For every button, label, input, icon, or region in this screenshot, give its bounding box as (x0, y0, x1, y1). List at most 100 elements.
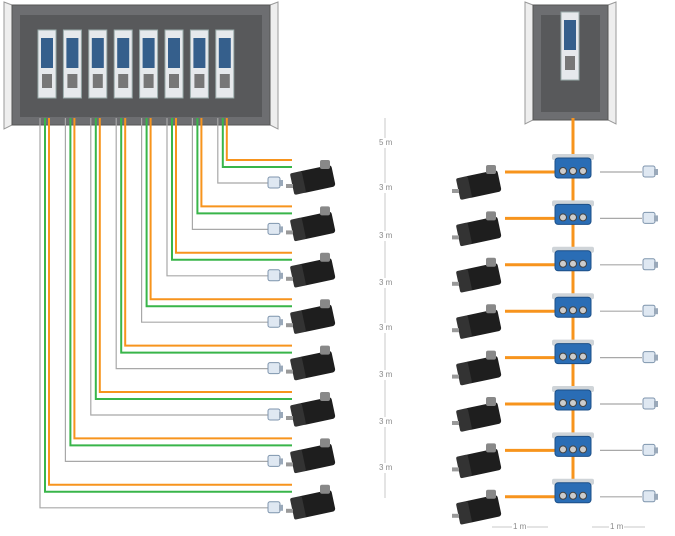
motor-flange (290, 356, 306, 381)
motor-connector (320, 345, 330, 355)
motor-shaft (452, 235, 459, 240)
encoder-icon (642, 397, 658, 410)
dimension-label: 3 m (378, 463, 394, 473)
encoder-plug (279, 319, 283, 326)
dimension-label: 1 m (512, 522, 528, 532)
encoder-body (267, 222, 281, 235)
drive-panel (193, 38, 206, 68)
motor-power-cable (149, 118, 292, 301)
drive-module (139, 29, 159, 99)
motor-body (464, 355, 502, 384)
encoder-icon (642, 258, 658, 271)
drive-connectors (194, 74, 205, 88)
motor-body (464, 448, 502, 477)
module-connector (569, 167, 577, 175)
motor-body (464, 170, 502, 198)
encoder-body (267, 315, 281, 328)
motor-connector (320, 299, 330, 309)
motor-flange (290, 171, 306, 195)
module-connector (579, 491, 587, 500)
drive-connectors (169, 74, 179, 88)
encoder-plug (654, 215, 658, 222)
encoder-icon (267, 501, 283, 514)
module-connector (559, 167, 567, 175)
encoder-icon (267, 362, 283, 375)
servo-motor-icon (286, 206, 336, 242)
encoder-icon (267, 176, 283, 189)
module-connector (569, 259, 577, 268)
servo-motor-icon (286, 392, 336, 427)
motor-signal-cable (120, 118, 292, 354)
module-connector (559, 352, 567, 361)
drive-module (164, 29, 184, 99)
encoder-icon (267, 454, 283, 467)
encoder-plug (654, 493, 658, 500)
cabinet-door-left (524, 1, 534, 125)
module-connector (579, 445, 587, 454)
encoder-plug (279, 412, 283, 418)
servo-motor-icon (452, 443, 502, 479)
motor-body (298, 443, 336, 472)
motor-flange (456, 454, 472, 479)
drive-module (113, 29, 133, 99)
motor-connector (486, 304, 496, 314)
motor-flange (456, 501, 472, 525)
motor-shaft (286, 230, 293, 235)
encoder-body (642, 211, 656, 224)
encoder-cable (217, 118, 268, 184)
motor-flange (456, 222, 472, 247)
dimension-label: 5 m (378, 138, 394, 148)
encoder-icon (642, 490, 658, 503)
module-connector (559, 306, 567, 315)
motor-connector (486, 443, 496, 453)
motor-body (464, 402, 502, 430)
motor-signal-cable (145, 118, 292, 308)
servo-motor-icon (452, 304, 502, 339)
motor-body (298, 350, 336, 379)
drive-panel (66, 38, 79, 68)
motor-body (464, 495, 502, 523)
module-connector (579, 167, 587, 175)
motor-body (298, 165, 336, 193)
motor-flange (290, 264, 306, 288)
motor-body (298, 258, 336, 286)
cabinet-door-right (607, 1, 617, 125)
motor-power-cable (124, 118, 292, 347)
distributed-drive-icon (552, 200, 594, 225)
motor-flange (456, 269, 472, 293)
motor-power-cable (98, 118, 292, 393)
servo-motor-icon (286, 438, 336, 474)
module-connector (569, 445, 577, 454)
module-connector (579, 306, 587, 315)
motor-power-cable (73, 118, 292, 440)
motor-signal-cable (196, 118, 292, 215)
motor-body (464, 263, 502, 291)
module-connector (569, 491, 577, 500)
dimension-label: 3 m (378, 323, 394, 333)
motor-connector (320, 438, 330, 448)
motor-signal-cable (94, 118, 292, 400)
motor-flange (290, 496, 306, 520)
encoder-body (642, 490, 656, 503)
servo-motor-icon (286, 299, 336, 334)
encoder-cable (115, 118, 268, 370)
motor-shaft (452, 513, 459, 518)
encoder-body (267, 501, 281, 514)
encoder-plug (654, 354, 658, 361)
dimension-label: 3 m (378, 278, 394, 288)
encoder-body (267, 176, 281, 189)
encoder-body (267, 269, 281, 282)
dimension-label: 3 m (378, 417, 394, 427)
drive-panel (564, 20, 576, 50)
drive-connectors (67, 74, 78, 88)
motor-shaft (452, 328, 459, 333)
motor-power-cable (200, 118, 292, 208)
distributed-drive-icon (552, 386, 594, 411)
encoder-body (267, 408, 281, 421)
encoder-plug (279, 458, 283, 465)
servo-motor-icon (286, 345, 336, 381)
motor-connector (320, 160, 330, 169)
encoder-plug (654, 308, 658, 315)
servo-motor-icon (452, 397, 502, 432)
